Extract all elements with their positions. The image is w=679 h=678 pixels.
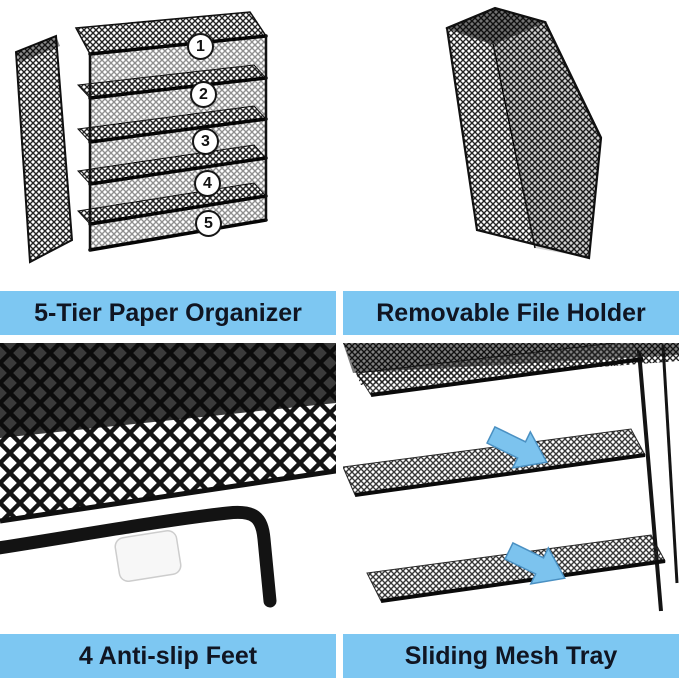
caption-paper-organizer: 5-Tier Paper Organizer	[34, 298, 302, 327]
anti-slip-feet-illustration	[0, 343, 336, 608]
tier-number-badge: 4	[194, 170, 221, 197]
file-holder-photo	[343, 0, 679, 291]
tier-number-badge: 2	[190, 81, 217, 108]
caption-banner: 4 Anti-slip Feet	[0, 634, 336, 678]
tier-number-badge: 3	[192, 128, 219, 155]
caption-sliding-tray: Sliding Mesh Tray	[404, 641, 618, 670]
caption-file-holder: Removable File Holder	[376, 298, 646, 327]
caption-banner: Removable File Holder	[343, 291, 679, 335]
paper-organizer-illustration	[14, 11, 268, 264]
slide-arrow-icon	[504, 541, 566, 585]
frame-rail	[661, 344, 679, 584]
paper-organizer-photo: 1 2 3 4 5	[0, 0, 336, 291]
panel-anti-slip-feet: 4 Anti-slip Feet	[0, 343, 336, 678]
mesh-frame-edge	[0, 468, 336, 524]
anti-slip-feet-photo	[0, 343, 336, 634]
frame-rail	[637, 350, 663, 612]
slide-arrow-icon	[486, 425, 548, 469]
panel-file-holder: Removable File Holder	[343, 0, 679, 335]
anti-slip-foot	[114, 529, 182, 583]
caption-banner: 5-Tier Paper Organizer	[0, 291, 336, 335]
panel-sliding-tray: Sliding Mesh Tray	[343, 343, 679, 678]
panel-paper-organizer: 1 2 3 4 5 5-Tier Paper Organizer	[0, 0, 336, 335]
file-holder-illustration	[444, 6, 603, 260]
tier-number-badge: 5	[195, 210, 222, 237]
frame-tube	[0, 505, 277, 608]
tier-number-badge: 1	[187, 33, 214, 60]
caption-anti-slip-feet: 4 Anti-slip Feet	[78, 641, 258, 670]
caption-banner: Sliding Mesh Tray	[343, 634, 679, 678]
organizer-shelves	[76, 34, 268, 252]
sliding-tray-photo	[343, 343, 679, 634]
side-file-holder	[14, 34, 74, 264]
sliding-tray-illustration	[343, 343, 679, 612]
